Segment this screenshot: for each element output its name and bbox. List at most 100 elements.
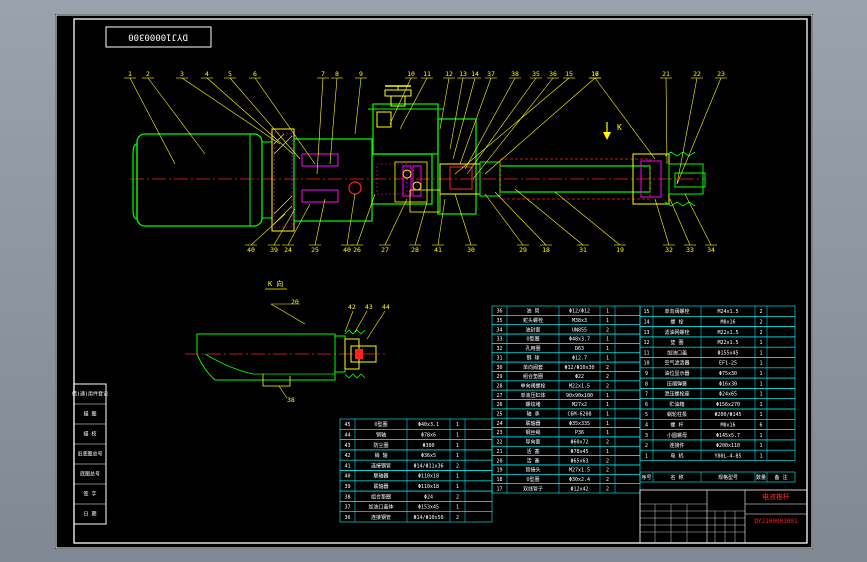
bom-cell: 1: [456, 505, 459, 511]
bom-cell: Φ78x45: [570, 449, 588, 455]
bom-cell: 1: [606, 318, 609, 324]
balloon-top-12: 12: [445, 70, 453, 78]
bom-cell: Φ16x30: [719, 381, 737, 387]
bom-cell: 垫 圈: [670, 339, 683, 346]
bom-cell: O型圈: [374, 421, 387, 428]
bom-cell: 37: [344, 505, 350, 511]
bom-cell: Φ110x18: [418, 484, 439, 490]
bom-cell: 孔用圈: [525, 345, 540, 352]
bom-cell: 2: [456, 463, 459, 469]
bom-cell: 2: [606, 477, 609, 483]
drawing-code: DYJ100003001: [754, 518, 798, 525]
bom-cell: 18: [496, 477, 502, 483]
bom-cell: 1: [759, 340, 762, 346]
balloon-bottom-27: 27: [381, 246, 389, 254]
left-strip-cell: 借(通)用件登记: [72, 391, 108, 398]
bom-cell: Φ22: [575, 374, 584, 380]
balloon-top-8: 8: [335, 70, 339, 78]
left-strip-cell: 描 校: [83, 431, 96, 438]
bom-cell: 泄压螺栓座: [664, 391, 689, 398]
leader-lines: [124, 77, 727, 246]
bom-cell: 21: [496, 449, 502, 455]
bom-cell: 38: [344, 494, 350, 500]
balloon-top-7: 7: [321, 70, 325, 78]
bom-cell: M27x1.5: [569, 468, 590, 474]
balloon-bottom-18: 18: [542, 246, 550, 254]
balloon-top-5: 5: [228, 70, 232, 78]
balloon-bottom-34: 34: [707, 246, 715, 254]
balloon-bottom-19: 19: [616, 246, 624, 254]
balloon-top-6: 6: [253, 70, 257, 78]
balloon-top-23: 23: [717, 70, 725, 78]
bom-cell: 活 塞: [526, 457, 539, 464]
bom-cell: 单液压缸体: [520, 392, 545, 399]
bom-cell: Φ30x2.4: [569, 477, 590, 483]
bom-cell: 44: [344, 432, 350, 438]
bom-cell: 钢丝绳: [525, 429, 540, 436]
bom-cell: Φ145x5.7: [716, 433, 740, 439]
left-strip-cell: 旧底图总号: [77, 451, 102, 458]
bom-cell: 1: [606, 449, 609, 455]
bom-cell: 油 管: [526, 308, 539, 315]
bom-cell: 2: [606, 468, 609, 474]
bom-header-cell: 规格型号: [718, 474, 738, 481]
bom-header-cell: 数量: [756, 474, 766, 481]
bom-header-cell: 名 称: [670, 474, 683, 481]
bom-cell: 1: [456, 432, 459, 438]
bom-cell: P36: [575, 430, 584, 436]
bom-cell: 管接头: [525, 467, 540, 474]
balloon-top-16: 16: [591, 70, 599, 78]
bom-cell: 34: [496, 327, 502, 333]
bom-cell: 2: [606, 365, 609, 371]
left-strip-cell: 底图总号: [80, 471, 100, 478]
bom-cell: 1: [759, 350, 762, 356]
bom-cell: 油封套: [525, 326, 540, 333]
bom-cell: 4: [645, 422, 648, 428]
bom-cell: 销 轴: [374, 452, 387, 459]
balloon-bottom-28: 28: [411, 246, 419, 254]
bom-cell: 3: [645, 433, 648, 439]
bom-cell: C6M-6208: [567, 412, 591, 418]
bom-cell: 1: [606, 355, 609, 361]
bom-cell: Φ75x30: [719, 371, 737, 377]
bom-cell: M22x1.5: [717, 330, 738, 336]
bom-cell: Φ12/Φ10x30: [564, 365, 594, 371]
bom-cell: 螺纹堵: [525, 401, 540, 408]
bom-cell: 12: [643, 340, 649, 346]
detail-balloon-20: 20: [291, 298, 299, 306]
bom-cell: 2: [606, 374, 609, 380]
bom-cell: 钢 球: [526, 354, 539, 361]
bom-cell: 6: [759, 422, 762, 428]
bom-cell: EF1-25: [719, 361, 737, 367]
k-view-arrow-label: K: [617, 123, 622, 132]
bom-cell: 28: [496, 383, 502, 389]
balloon-bottom-25: 25: [311, 246, 319, 254]
left-strip-cell: 日 期: [83, 512, 96, 518]
bom-cell: 2: [606, 440, 609, 446]
bom-cell: Φ156x270: [716, 402, 740, 408]
bom-cell: 20: [496, 458, 502, 464]
left-strip-cell: 描 图: [83, 411, 96, 418]
balloon-top-3: 3: [180, 70, 184, 78]
bom-cell: M27x2: [572, 402, 587, 408]
bom-cell: Φ155x45: [717, 350, 738, 356]
bom-cell: 滤油网螺栓: [664, 329, 689, 336]
bom-cell: 1: [606, 421, 609, 427]
bom-cell: 25: [496, 412, 502, 418]
bom-cell: 19: [496, 468, 502, 474]
bom-cell: 45: [344, 422, 350, 428]
bom-cell: Φ300: [422, 443, 434, 449]
bom-cell: Φ78x6: [421, 432, 436, 438]
bom-cell: Φ60x72: [570, 440, 588, 446]
bom-cell: 27: [496, 393, 502, 399]
balloon-top-13: 13: [459, 70, 467, 78]
bom-cell: 小圆螺母: [667, 432, 687, 439]
bom-cell: 1: [759, 412, 762, 418]
bom-cell: UN855: [572, 327, 587, 333]
bom-cell: 蛇头螺栓: [523, 317, 543, 324]
balloon-top-1: 1: [128, 70, 132, 78]
bom-cell: 1: [759, 381, 762, 387]
bom-cell: 17: [496, 486, 502, 492]
